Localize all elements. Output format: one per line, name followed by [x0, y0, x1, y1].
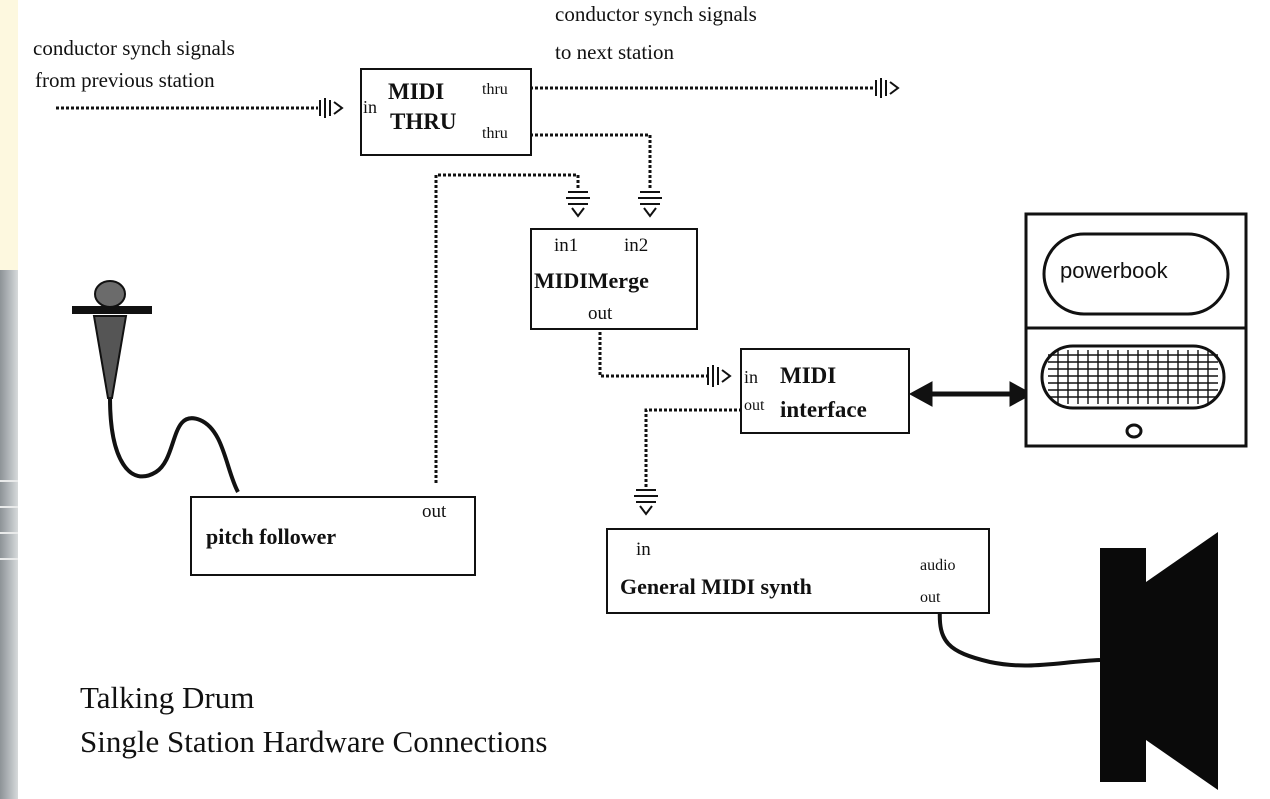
bidirectional-arrow	[908, 381, 1034, 407]
synth-out-port: out	[920, 589, 941, 606]
midi-thru-title-line1: MIDI	[388, 79, 445, 104]
synth-title: General MIDI synth	[620, 574, 812, 599]
diagram-canvas: conductor synch signals from previous st…	[18, 0, 1270, 799]
label-from-previous-line2: from previous station	[35, 68, 215, 92]
speaker-icon	[937, 532, 1218, 790]
midi-interface-out-port: out	[744, 397, 765, 414]
midi-interface-in-port: in	[744, 367, 759, 387]
midi-thru-in-port: in	[363, 97, 378, 117]
pitch-follower-out-port: out	[422, 501, 447, 522]
pitch-follower-title: pitch follower	[206, 524, 337, 549]
midi-thru-box: in MIDI THRU thru thru	[360, 68, 532, 156]
midi-merge-in2-port: in2	[624, 235, 649, 256]
synth-audio-label: audio	[920, 557, 956, 574]
connection-lines	[56, 78, 1248, 790]
microphone-icon	[72, 280, 240, 493]
midi-merge-out-port: out	[588, 303, 613, 324]
powerbook-label: powerbook	[1060, 258, 1168, 283]
powerbook-computer-icon	[1024, 212, 1248, 448]
label-to-next-line1: conductor synch signals	[555, 2, 757, 26]
caption-subtitle: Single Station Hardware Connections	[80, 724, 548, 759]
midi-interface-title-line2: interface	[780, 397, 867, 422]
synth-in-port: in	[636, 539, 651, 560]
midi-thru-thru-port-bottom: thru	[482, 125, 508, 142]
label-to-next-line2: to next station	[555, 40, 674, 64]
midi-merge-box: in1 in2 MIDIMerge out	[530, 228, 698, 330]
midi-interface-box: in out MIDI interface	[740, 348, 910, 434]
label-from-previous-line1: conductor synch signals	[33, 36, 235, 60]
midi-interface-title-line1: MIDI	[780, 363, 837, 388]
synth-box: in General MIDI synth audio out	[606, 528, 990, 614]
pitch-follower-box: pitch follower out	[190, 496, 476, 576]
midi-thru-thru-port-top: thru	[482, 81, 508, 98]
arrow-marks	[319, 78, 900, 516]
midi-merge-in1-port: in1	[554, 235, 579, 256]
caption-title: Talking Drum	[80, 680, 255, 715]
midi-thru-title-line2: THRU	[390, 109, 457, 134]
midi-merge-title: MIDIMerge	[534, 268, 649, 293]
background-left-edge	[0, 270, 18, 799]
